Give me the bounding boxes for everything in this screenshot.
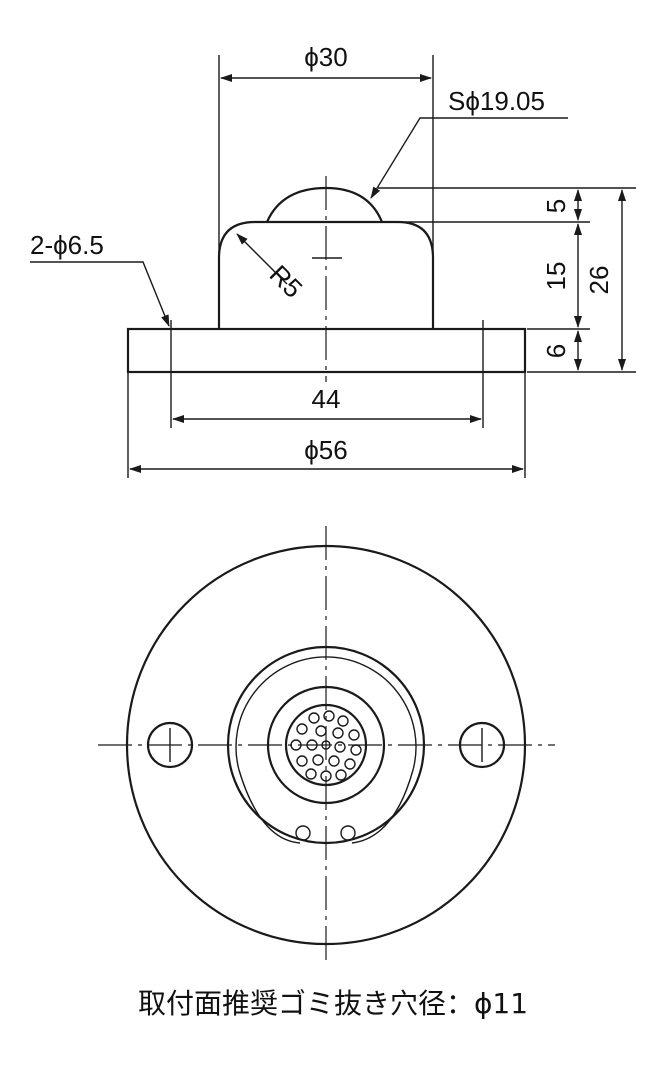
small-ball bbox=[337, 715, 349, 727]
small-ball bbox=[348, 729, 360, 741]
small-ball bbox=[328, 755, 340, 767]
small-ball bbox=[332, 727, 344, 739]
small-ball bbox=[335, 769, 347, 781]
hole-leader bbox=[30, 261, 170, 327]
dim-flange-height: 6 bbox=[541, 344, 571, 358]
small-ball bbox=[305, 768, 317, 780]
dim-radius: R5 bbox=[264, 259, 309, 304]
side-view: ϕ30 Sϕ19.05 2-ϕ6.5 R5 5 15 6 26 44 bbox=[30, 42, 636, 478]
radius-leader bbox=[236, 233, 288, 285]
ball-outline bbox=[265, 186, 384, 223]
retaining-pin-right bbox=[340, 825, 356, 841]
dim-ball-height: 5 bbox=[541, 199, 571, 213]
dim-pitch: 44 bbox=[312, 384, 341, 414]
small-ball bbox=[308, 712, 320, 724]
dim-flange-dia: ϕ56 bbox=[304, 435, 347, 465]
dim-ball: Sϕ19.05 bbox=[448, 86, 545, 116]
small-ball bbox=[296, 755, 308, 767]
body-outline bbox=[217, 220, 435, 329]
ball-leader bbox=[370, 117, 568, 199]
plan-view bbox=[98, 526, 555, 965]
drawing-caption: 取付面推奨ゴミ抜き穴径：ϕ11 bbox=[138, 987, 528, 1020]
small-ball bbox=[296, 723, 308, 735]
dim-hole: 2-ϕ6.5 bbox=[30, 230, 104, 260]
small-ball bbox=[334, 741, 346, 753]
small-ball bbox=[323, 710, 335, 722]
small-ball bbox=[312, 754, 324, 766]
small-ball bbox=[344, 758, 356, 770]
small-ball bbox=[315, 725, 327, 737]
body-inner-arc-lower bbox=[238, 769, 414, 844]
dim-total-height: 26 bbox=[584, 266, 614, 295]
small-ball bbox=[350, 744, 362, 756]
retaining-pin-left bbox=[295, 825, 311, 841]
dim-body-height: 15 bbox=[541, 262, 571, 291]
dim-top-width: ϕ30 bbox=[304, 42, 347, 72]
